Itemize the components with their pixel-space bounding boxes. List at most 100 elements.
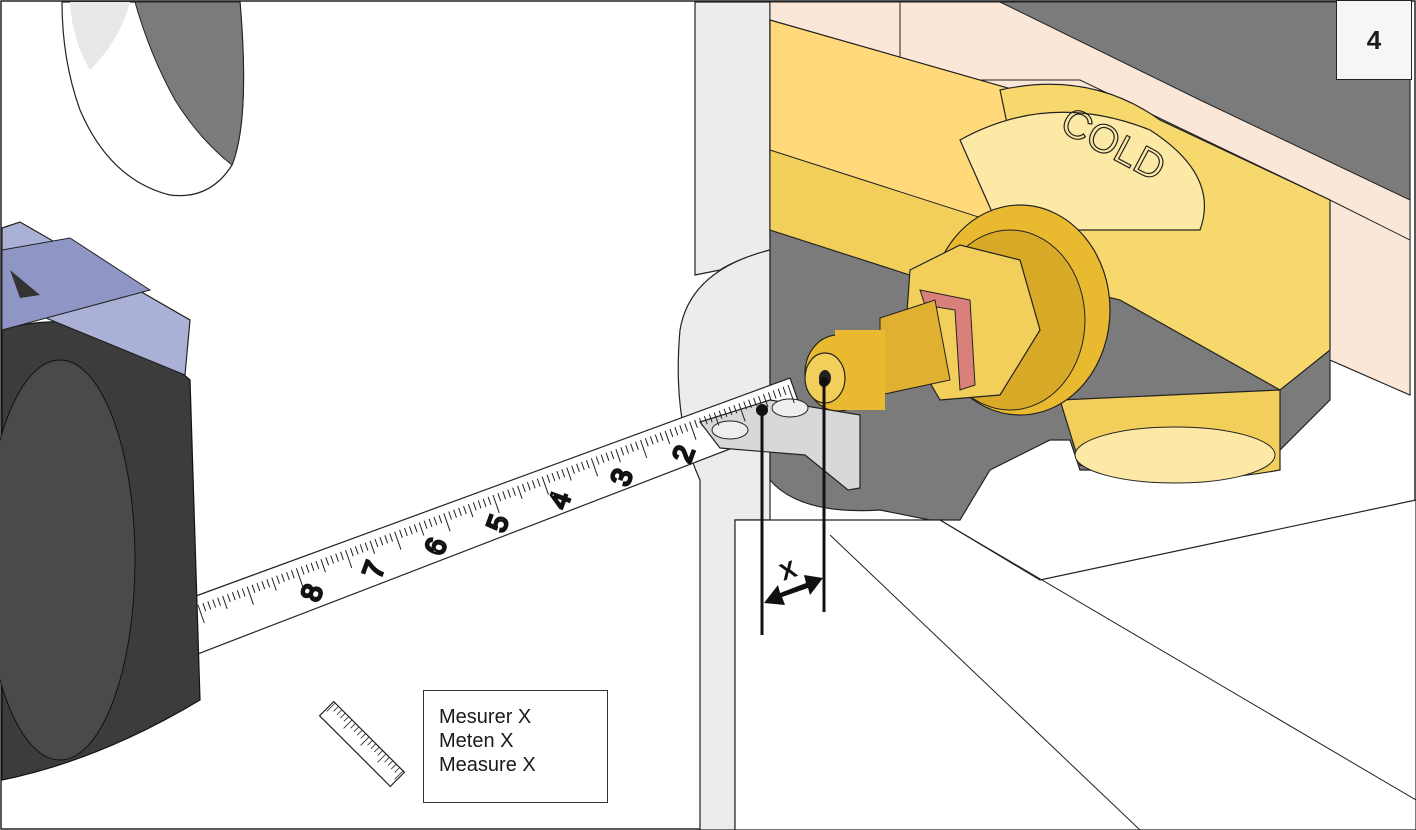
tape-blade bbox=[184, 377, 861, 656]
tape-tick bbox=[777, 388, 782, 397]
tape-tick bbox=[310, 562, 315, 571]
tape-tick bbox=[497, 493, 502, 502]
tape-tick bbox=[512, 487, 516, 496]
ruler-tick bbox=[394, 767, 400, 773]
dimension-indicator bbox=[756, 377, 829, 635]
tape-tick bbox=[767, 392, 772, 401]
tape-tick bbox=[679, 425, 684, 434]
ruler-tick bbox=[377, 750, 383, 756]
step-number: 4 bbox=[1336, 0, 1412, 80]
tape-tick bbox=[708, 414, 713, 423]
tape-tick bbox=[305, 564, 310, 573]
tape-tick bbox=[733, 405, 738, 414]
tape-tick bbox=[349, 548, 354, 557]
tape-tick bbox=[664, 430, 671, 444]
tape-tick bbox=[281, 573, 285, 582]
tape-tick bbox=[659, 432, 664, 441]
tape-tick bbox=[374, 538, 379, 548]
ruler-tick bbox=[326, 702, 336, 712]
ruler-tick bbox=[336, 709, 343, 716]
tape-tick bbox=[551, 472, 556, 482]
tape-tick bbox=[458, 507, 462, 516]
tape-tick bbox=[600, 454, 605, 463]
tape-tick bbox=[590, 458, 599, 477]
tape-tick bbox=[276, 575, 280, 584]
tape-tick bbox=[428, 518, 433, 527]
tape-tick bbox=[438, 515, 443, 524]
tape-tick bbox=[502, 491, 507, 500]
tape-tick bbox=[576, 463, 580, 472]
tape-tick bbox=[546, 474, 551, 483]
tape-tick bbox=[738, 403, 746, 422]
ruler-tick bbox=[394, 770, 404, 780]
tape-tick bbox=[266, 579, 271, 588]
tape-tick bbox=[207, 601, 212, 610]
wall-hole bbox=[61, 1, 245, 197]
ruler-tick bbox=[390, 763, 397, 770]
tape-tick bbox=[536, 478, 541, 487]
tape-tick bbox=[492, 494, 500, 514]
tape-tick bbox=[354, 546, 359, 555]
tape-tick bbox=[753, 397, 757, 406]
tape-tick bbox=[640, 439, 648, 459]
tape-tick bbox=[227, 593, 231, 603]
tape-tick bbox=[782, 386, 787, 395]
tape-tick bbox=[526, 482, 531, 491]
tape-tick bbox=[286, 571, 290, 581]
tape-tick bbox=[394, 531, 402, 550]
tape-tick bbox=[236, 590, 241, 599]
tape-measure-housing bbox=[0, 221, 201, 781]
tape-tick bbox=[369, 540, 376, 554]
ruler-tick bbox=[357, 729, 363, 736]
tape-tick bbox=[379, 537, 384, 546]
tape-tick bbox=[384, 535, 389, 544]
ruler-tick bbox=[387, 760, 394, 766]
caption-line-en: Measure X bbox=[439, 754, 536, 776]
tape-tick bbox=[197, 604, 205, 624]
tape-tick bbox=[364, 542, 369, 551]
tape-tick bbox=[644, 438, 649, 447]
tape-tick bbox=[630, 443, 634, 452]
tape-tick bbox=[231, 592, 236, 601]
valve-spindle bbox=[804, 299, 951, 412]
tape-tick bbox=[453, 509, 457, 518]
tape-tick bbox=[541, 476, 549, 495]
tape-tick bbox=[581, 461, 585, 471]
tape-tick bbox=[359, 544, 364, 553]
tape-tick bbox=[713, 412, 720, 426]
tape-tick bbox=[654, 434, 659, 443]
ruler-tick bbox=[353, 726, 360, 732]
tape-tick bbox=[571, 465, 575, 474]
tape-tick bbox=[389, 533, 394, 542]
tape-tick bbox=[566, 467, 572, 481]
tape-tick bbox=[241, 588, 246, 597]
tape-tick bbox=[728, 406, 733, 416]
tape-tick bbox=[472, 502, 477, 511]
tape-tick bbox=[487, 496, 492, 505]
ruler-tick bbox=[374, 746, 380, 753]
tape-tick bbox=[507, 489, 512, 498]
tape-tick bbox=[433, 516, 438, 526]
tape-tick bbox=[325, 557, 330, 566]
tape-tick bbox=[212, 599, 217, 608]
tape-tick bbox=[635, 441, 639, 450]
tape-tick bbox=[467, 504, 474, 518]
tape-tick bbox=[556, 471, 561, 480]
ruler-tick bbox=[343, 716, 349, 722]
tape-tick bbox=[718, 410, 723, 419]
tape-tick bbox=[694, 419, 698, 428]
tape-tick bbox=[522, 483, 526, 493]
caption-line-nl: Meten X bbox=[439, 730, 514, 752]
tape-tick bbox=[408, 526, 413, 535]
tape-tick bbox=[261, 581, 266, 590]
tape-tick bbox=[202, 603, 207, 612]
lower-shelf bbox=[734, 499, 1416, 830]
ruler-tick bbox=[350, 723, 356, 729]
ruler-tick bbox=[340, 712, 346, 719]
ruler-tick bbox=[377, 753, 387, 763]
ruler-tick bbox=[343, 719, 353, 729]
tape-tick bbox=[300, 566, 305, 575]
tape-tick bbox=[517, 485, 523, 499]
